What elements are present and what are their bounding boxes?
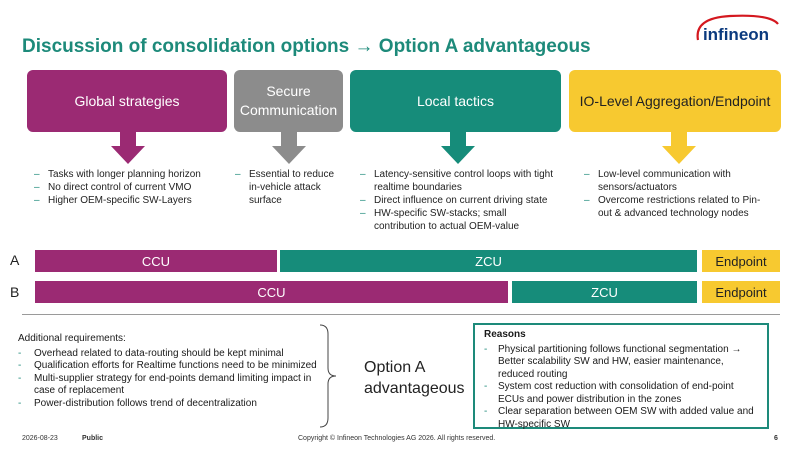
slide-title: Discussion of consolidation options → Op… bbox=[22, 36, 591, 57]
additional-requirements: Additional requirements: -Overhead relat… bbox=[18, 333, 323, 410]
footer-copyright: Copyright © Infineon Technologies AG 202… bbox=[298, 435, 496, 442]
option-a-zcu-bar: ZCU bbox=[280, 250, 697, 272]
reason-item: -System cost reduction with consolidatio… bbox=[484, 381, 734, 405]
requirement-item: -Qualification efforts for Realtime func… bbox=[18, 360, 317, 371]
option-a-ccu-bar: CCU bbox=[35, 250, 277, 272]
secure-communication-bullets: –Essential to reduce in-vehicle attack s… bbox=[235, 168, 347, 207]
section-divider bbox=[22, 314, 780, 315]
secure-communication-label-2: Communication bbox=[239, 102, 338, 118]
secure-communication-label-1: Secure bbox=[266, 83, 311, 99]
local-tactics-label: Local tactics bbox=[416, 92, 495, 109]
option-a-label: A bbox=[10, 252, 20, 268]
footer-date: 2026-08-23 bbox=[22, 435, 58, 442]
bullet-item: –Overcome restrictions related to Pin-ou… bbox=[584, 195, 761, 219]
global-strategies-bullets: –Tasks with longer planning horizon –No … bbox=[34, 168, 224, 207]
footer-page-number: 6 bbox=[774, 435, 778, 442]
bullet-item: –Direct influence on current driving sta… bbox=[360, 195, 548, 206]
down-arrow-gray-icon bbox=[272, 132, 306, 164]
reasons-box: Reasons -Physical partitioning follows f… bbox=[473, 323, 769, 430]
additional-requirements-heading: Additional requirements: bbox=[18, 333, 126, 344]
global-strategies-label: Global strategies bbox=[74, 92, 180, 109]
footer-classification: Public bbox=[82, 435, 104, 442]
io-level-label: IO-Level Aggregation/Endpoint bbox=[579, 92, 771, 109]
conclusion-line-1: Option A bbox=[364, 359, 426, 376]
option-b-ccu-bar: CCU bbox=[35, 281, 508, 303]
requirement-item: -Multi-supplier strategy for end-points … bbox=[18, 372, 312, 397]
conclusion-text: Option A advantageous bbox=[364, 357, 465, 399]
bullet-item: –Tasks with longer planning horizon bbox=[34, 169, 201, 180]
right-brace-icon bbox=[319, 324, 337, 428]
bullet-item: –Higher OEM-specific SW-Layers bbox=[34, 195, 192, 206]
local-tactics-bullets: –Latency-sensitive control loops with ti… bbox=[360, 168, 560, 233]
requirement-item: -Power-distribution follows trend of dec… bbox=[18, 397, 257, 409]
conclusion-line-2: advantageous bbox=[364, 380, 465, 397]
option-b-endpoint-bar: Endpoint bbox=[702, 281, 780, 303]
bullet-item: –HW-specific SW-stacks; small contributi… bbox=[360, 208, 520, 232]
reason-item: -Physical partitioning follows functiona… bbox=[484, 343, 742, 380]
infineon-logo: infineon bbox=[696, 14, 779, 44]
down-arrow-yellow-icon bbox=[662, 132, 696, 164]
local-tactics-box: Local tactics bbox=[350, 70, 561, 132]
reason-item: -Clear separation between OEM SW with ad… bbox=[484, 406, 754, 430]
io-level-box: IO-Level Aggregation/Endpoint bbox=[569, 70, 781, 132]
down-arrow-magenta-icon bbox=[111, 132, 145, 164]
bullet-item: –Low-level communication with sensors/ac… bbox=[584, 169, 731, 193]
option-a-endpoint-bar: Endpoint bbox=[702, 250, 780, 272]
reasons-heading: Reasons bbox=[484, 329, 526, 340]
bullet-item: –Latency-sensitive control loops with ti… bbox=[360, 169, 553, 193]
option-b-zcu-bar: ZCU bbox=[512, 281, 697, 303]
bullet-item: –No direct control of current VMO bbox=[34, 182, 192, 193]
down-arrow-teal-icon bbox=[441, 132, 475, 164]
secure-communication-box: Secure Communication bbox=[234, 70, 343, 132]
global-strategies-box: Global strategies bbox=[27, 70, 227, 132]
io-level-bullets: –Low-level communication with sensors/ac… bbox=[584, 168, 764, 220]
bullet-item: –Essential to reduce in-vehicle attack s… bbox=[235, 169, 335, 206]
requirement-item: -Overhead related to data-routing should… bbox=[18, 347, 284, 359]
option-b-label: B bbox=[10, 284, 20, 300]
svg-text:infineon: infineon bbox=[703, 25, 769, 44]
